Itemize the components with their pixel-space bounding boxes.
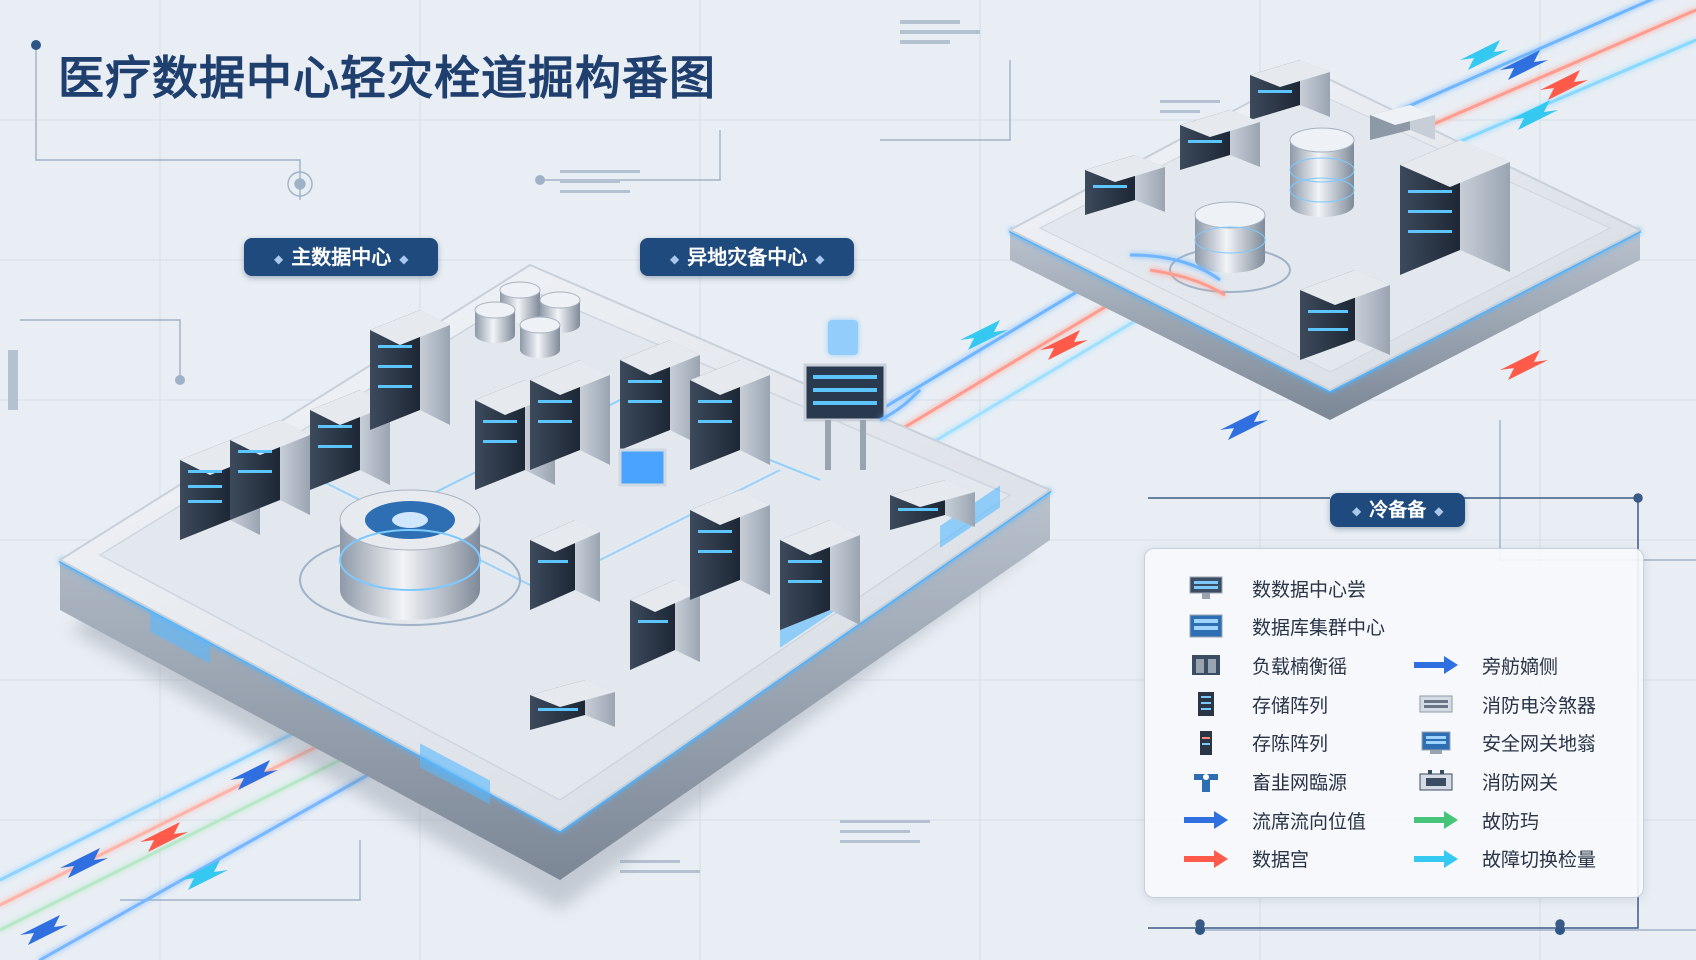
legend-item: 存储阵列 <box>1178 687 1328 721</box>
legend-item: 负载楠衡徭 <box>1178 648 1347 682</box>
legend-item-label: 数据宫 <box>1252 849 1310 872</box>
legend-item-label: 故防玙 <box>1482 810 1540 833</box>
storage-rack-icon <box>1178 728 1234 758</box>
diamond-icon: ◆ <box>1434 503 1444 518</box>
server-monitor-icon <box>1178 573 1234 603</box>
legend-item-label: 故障切换检量 <box>1482 849 1597 872</box>
legend-item: 数据宫 <box>1178 842 1309 876</box>
storage-cylinders <box>474 281 581 358</box>
central-hub <box>299 489 521 626</box>
fire-suppressor-icon <box>1408 689 1464 719</box>
gateway-monitor <box>618 320 887 487</box>
storage-array-icon <box>1178 689 1234 719</box>
security-gateway-icon <box>1408 728 1464 758</box>
legend-item-label: 消防网关 <box>1482 772 1559 794</box>
diamond-icon: ◆ <box>274 251 284 266</box>
red-arrow-icon <box>1178 844 1234 874</box>
server-racks <box>180 310 975 730</box>
legend-item: 畜韭网臨源 <box>1178 765 1347 799</box>
legend-item: 数数据中心尝 <box>1178 571 1366 605</box>
legend-item: 故障切换检量 <box>1408 842 1596 876</box>
legend-item: 消防电泠煞器 <box>1408 687 1596 721</box>
primary-center-label: ◆主数据中心◆ <box>244 238 439 276</box>
legend-item-label: 存陈阵列 <box>1252 733 1329 756</box>
legend-item-label: 负载楠衡徭 <box>1252 655 1348 678</box>
database-cluster-icon <box>1178 612 1234 642</box>
cold-backup-label: ◆冷备备◆ <box>1330 493 1466 527</box>
legend-item-label: 安全网关地嵡 <box>1482 733 1597 756</box>
load-balancer-icon <box>1178 650 1234 680</box>
legend-panel <box>1144 548 1644 898</box>
legend-item-label: 旁舫嫡侧 <box>1482 655 1559 678</box>
remote-equipment <box>1085 60 1510 360</box>
decorative-text-blocks <box>8 20 1220 873</box>
legend-item: 流席流向位值 <box>1178 803 1366 837</box>
diamond-icon: ◆ <box>399 251 409 266</box>
inter-site-links <box>879 253 1226 422</box>
flow-arrows <box>20 40 1588 945</box>
remote-platform <box>1007 68 1643 420</box>
cyan-arrow-icon <box>1408 844 1464 874</box>
legend-item: 存陈阵列 <box>1178 726 1328 760</box>
diamond-icon: ◆ <box>1352 503 1362 518</box>
diamond-icon: ◆ <box>815 251 825 266</box>
blue-arrow-icon <box>1178 805 1234 835</box>
diamond-icon: ◆ <box>670 251 680 266</box>
blue-arrow-icon <box>1408 650 1464 680</box>
legend-item: 消防网关 <box>1408 765 1558 799</box>
legend-item: 旁舫嫡侧 <box>1408 648 1558 682</box>
remote-center-label: ◆异地灾备中心◆ <box>640 238 855 276</box>
legend-item-label: 数据库集群中心 <box>1252 617 1386 640</box>
green-arrow-icon <box>1408 805 1464 835</box>
legend-item-label: 存储阵列 <box>1252 694 1329 717</box>
legend-item: 安全网关地嵡 <box>1408 726 1596 760</box>
legend-item: 故防玙 <box>1408 803 1539 837</box>
legend-item-label: 流席流向位值 <box>1252 810 1367 833</box>
page-title: 医疗数据中心轻灾栓道掘构番图 <box>58 51 716 105</box>
legend-item-label: 数数据中心尝 <box>1252 578 1367 601</box>
network-source-icon <box>1178 767 1234 797</box>
legend-item-label: 消防电泠煞器 <box>1482 694 1597 717</box>
fire-gateway-icon <box>1408 767 1464 797</box>
legend-item-label: 畜韭网臨源 <box>1252 772 1348 794</box>
legend-item: 数据库集群中心 <box>1178 610 1385 644</box>
